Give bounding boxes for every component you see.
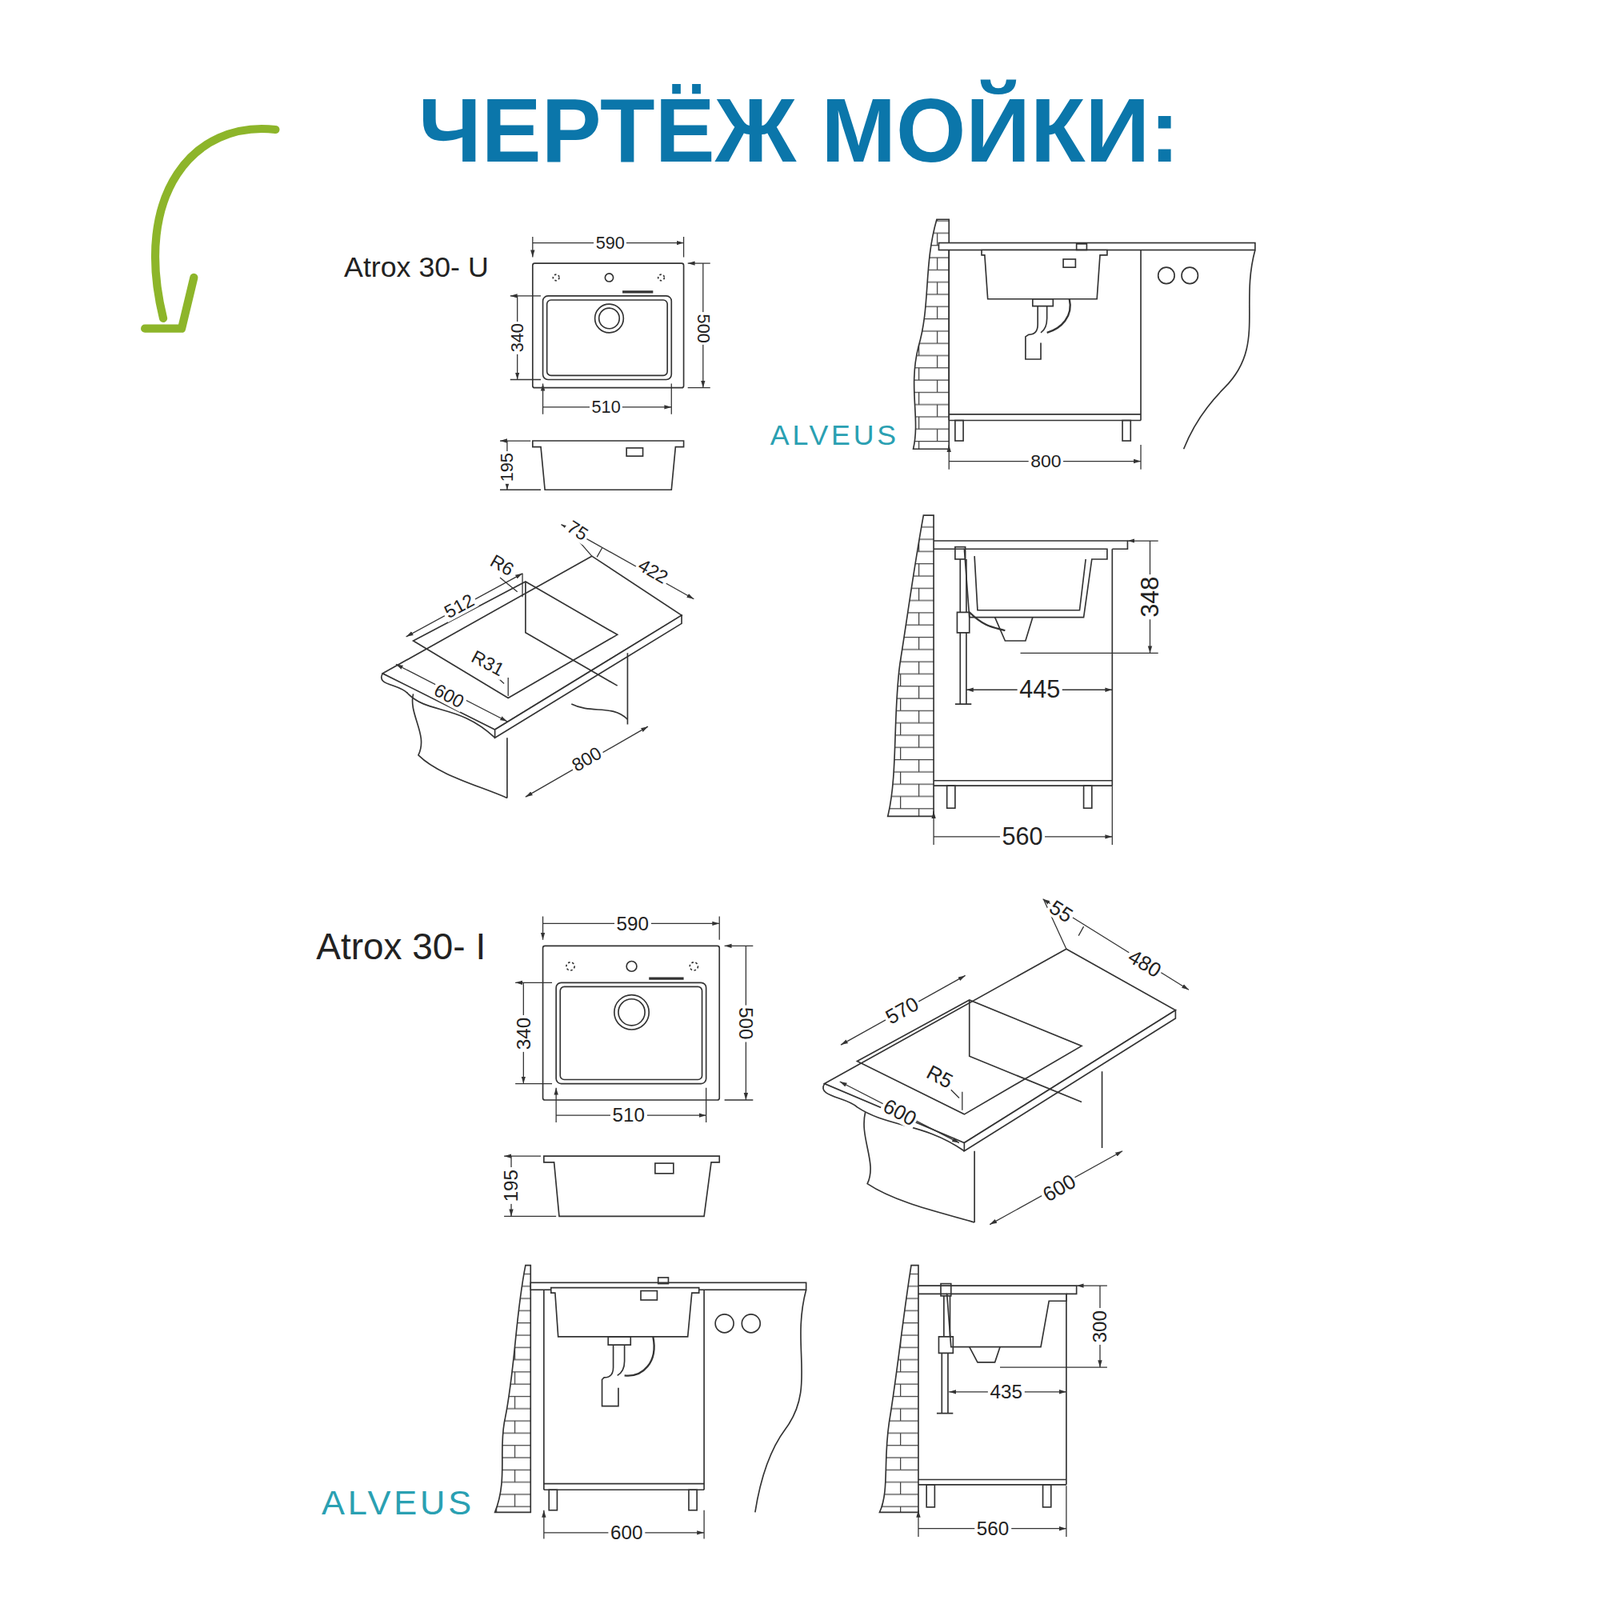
page-title: ЧЕРТЁЖ МОЙКИ: bbox=[418, 85, 1180, 176]
install-front-u bbox=[913, 219, 1256, 469]
top-view-u bbox=[510, 236, 711, 415]
dimension-label: 500 bbox=[736, 1005, 756, 1043]
dimension-label: 75 bbox=[562, 516, 593, 545]
dimension-label: 435 bbox=[988, 1382, 1025, 1402]
dimension-label: 195 bbox=[498, 451, 516, 484]
model-name: Atrox 30- U bbox=[342, 252, 492, 282]
dimension-label: 195 bbox=[501, 1167, 521, 1204]
side-view-u bbox=[500, 440, 684, 490]
dimension-label: 600 bbox=[1037, 1169, 1081, 1207]
dimension-label: 560 bbox=[1000, 824, 1045, 850]
model-name: Atrox 30- I bbox=[314, 928, 488, 966]
dimension-label: 800 bbox=[1028, 452, 1064, 471]
isometric-cutout-i bbox=[823, 899, 1189, 1225]
dimension-label: R6 bbox=[485, 550, 519, 580]
dimension-label: 422 bbox=[633, 554, 673, 588]
dimension-label: 590 bbox=[593, 234, 627, 252]
dimension-label: 600 bbox=[608, 1523, 645, 1543]
top-view-i bbox=[515, 916, 753, 1123]
dimension-label: 480 bbox=[1123, 944, 1167, 982]
install-front-i bbox=[495, 1265, 807, 1540]
dimension-label: 512 bbox=[439, 589, 479, 623]
pointer-arrow bbox=[144, 128, 276, 329]
dimension-label: 500 bbox=[694, 312, 712, 345]
dimension-label: 55 bbox=[1044, 895, 1079, 928]
dimension-label: 510 bbox=[610, 1105, 648, 1125]
isometric-cutout-u bbox=[381, 524, 695, 799]
install-section-u bbox=[888, 515, 1159, 845]
dimension-label: 560 bbox=[974, 1519, 1012, 1539]
dimension-label: 300 bbox=[1090, 1308, 1110, 1345]
dimension-label: 348 bbox=[1137, 574, 1163, 620]
brand-logo: ALVEUS bbox=[768, 421, 901, 451]
dimension-label: 570 bbox=[880, 992, 924, 1028]
dimension-label: 590 bbox=[614, 913, 652, 933]
side-view-i bbox=[504, 1156, 720, 1216]
brand-logo: ALVEUS bbox=[319, 1484, 476, 1520]
install-section-i bbox=[879, 1265, 1107, 1537]
dimension-label: 340 bbox=[513, 1015, 533, 1052]
dimension-label: 510 bbox=[589, 398, 623, 416]
dimension-label: 340 bbox=[508, 321, 527, 355]
dimension-label: 800 bbox=[567, 742, 607, 776]
dimension-label: 445 bbox=[1017, 677, 1063, 703]
